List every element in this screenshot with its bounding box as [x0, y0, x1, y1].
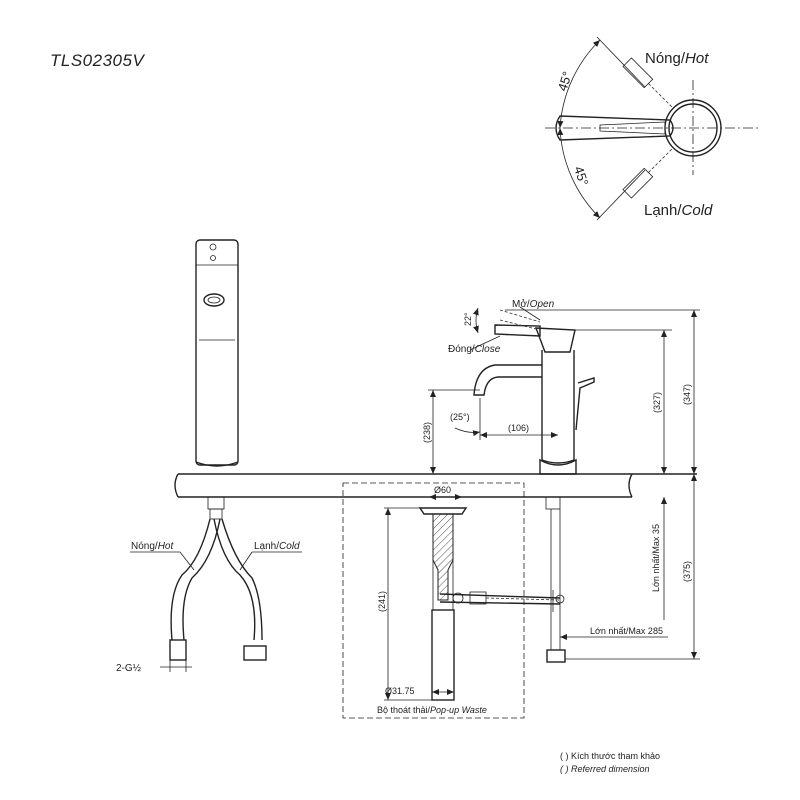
cold-label-front: Lạnh/Cold [254, 541, 300, 552]
handle-top-view [545, 36, 760, 221]
model-title: TLS02305V [50, 51, 145, 70]
dim-spout-reach: (106) [508, 423, 529, 433]
waste-label: Bộ thoát thải/Pop-up Waste [377, 705, 487, 715]
dim-spout-height: (238) [422, 422, 432, 443]
cold-vi: Lạnh/ [644, 202, 682, 219]
dim-below-deck: (375) [682, 561, 692, 582]
open-vi: Mở/ [512, 298, 530, 310]
hot-vi: Nóng/ [645, 50, 686, 67]
waste-label-en: Pop-up Waste [430, 705, 487, 715]
waste-dim-top: Ø60 [434, 485, 451, 495]
hot-en-front: Hot [158, 541, 175, 552]
open-label: Mở/Open [512, 298, 555, 310]
note-vi: ( ) Kích thước tham khảo [560, 751, 660, 761]
max-285-label: Lớn nhất/Max 285 [590, 626, 663, 636]
dim-handle-height: (327) [652, 392, 662, 413]
open-en: Open [530, 299, 555, 310]
waste-dim-length: (241) [377, 591, 387, 612]
cold-en: Cold [682, 202, 714, 219]
close-label: Đóng/Close [448, 344, 501, 355]
hot-en: Hot [685, 50, 709, 67]
angle-label-bottom: 45° [571, 164, 591, 187]
hot-label-top: Nóng/Hot [645, 50, 709, 67]
max-35-label: Lớn nhất/Max 35 [651, 524, 661, 592]
popup-waste [342, 482, 561, 719]
note-en: ( ) Referred dimension [560, 764, 650, 774]
cold-en-front: Cold [279, 541, 300, 552]
dim-total-height: (347) [682, 384, 692, 405]
cold-vi-front: Lạnh/ [254, 541, 279, 552]
close-vi: Đóng/ [448, 344, 475, 355]
waste-label-vi: Bộ thoát thải/ [377, 705, 431, 715]
waste-dim-bottom: Ø31.75 [385, 686, 415, 696]
hot-label-front: Nóng/Hot [131, 541, 174, 552]
angle-handle: 22° [463, 312, 473, 326]
angle-label-top: 45° [555, 70, 575, 93]
thread-label: 2-G½ [116, 663, 142, 674]
angle-spout: (25°) [450, 412, 470, 422]
hot-vi-front: Nóng/ [131, 541, 158, 552]
front-view-faucet [130, 239, 302, 672]
side-view-faucet [428, 306, 700, 663]
close-en: Close [475, 344, 501, 355]
cold-label-top: Lạnh/Cold [644, 202, 713, 219]
